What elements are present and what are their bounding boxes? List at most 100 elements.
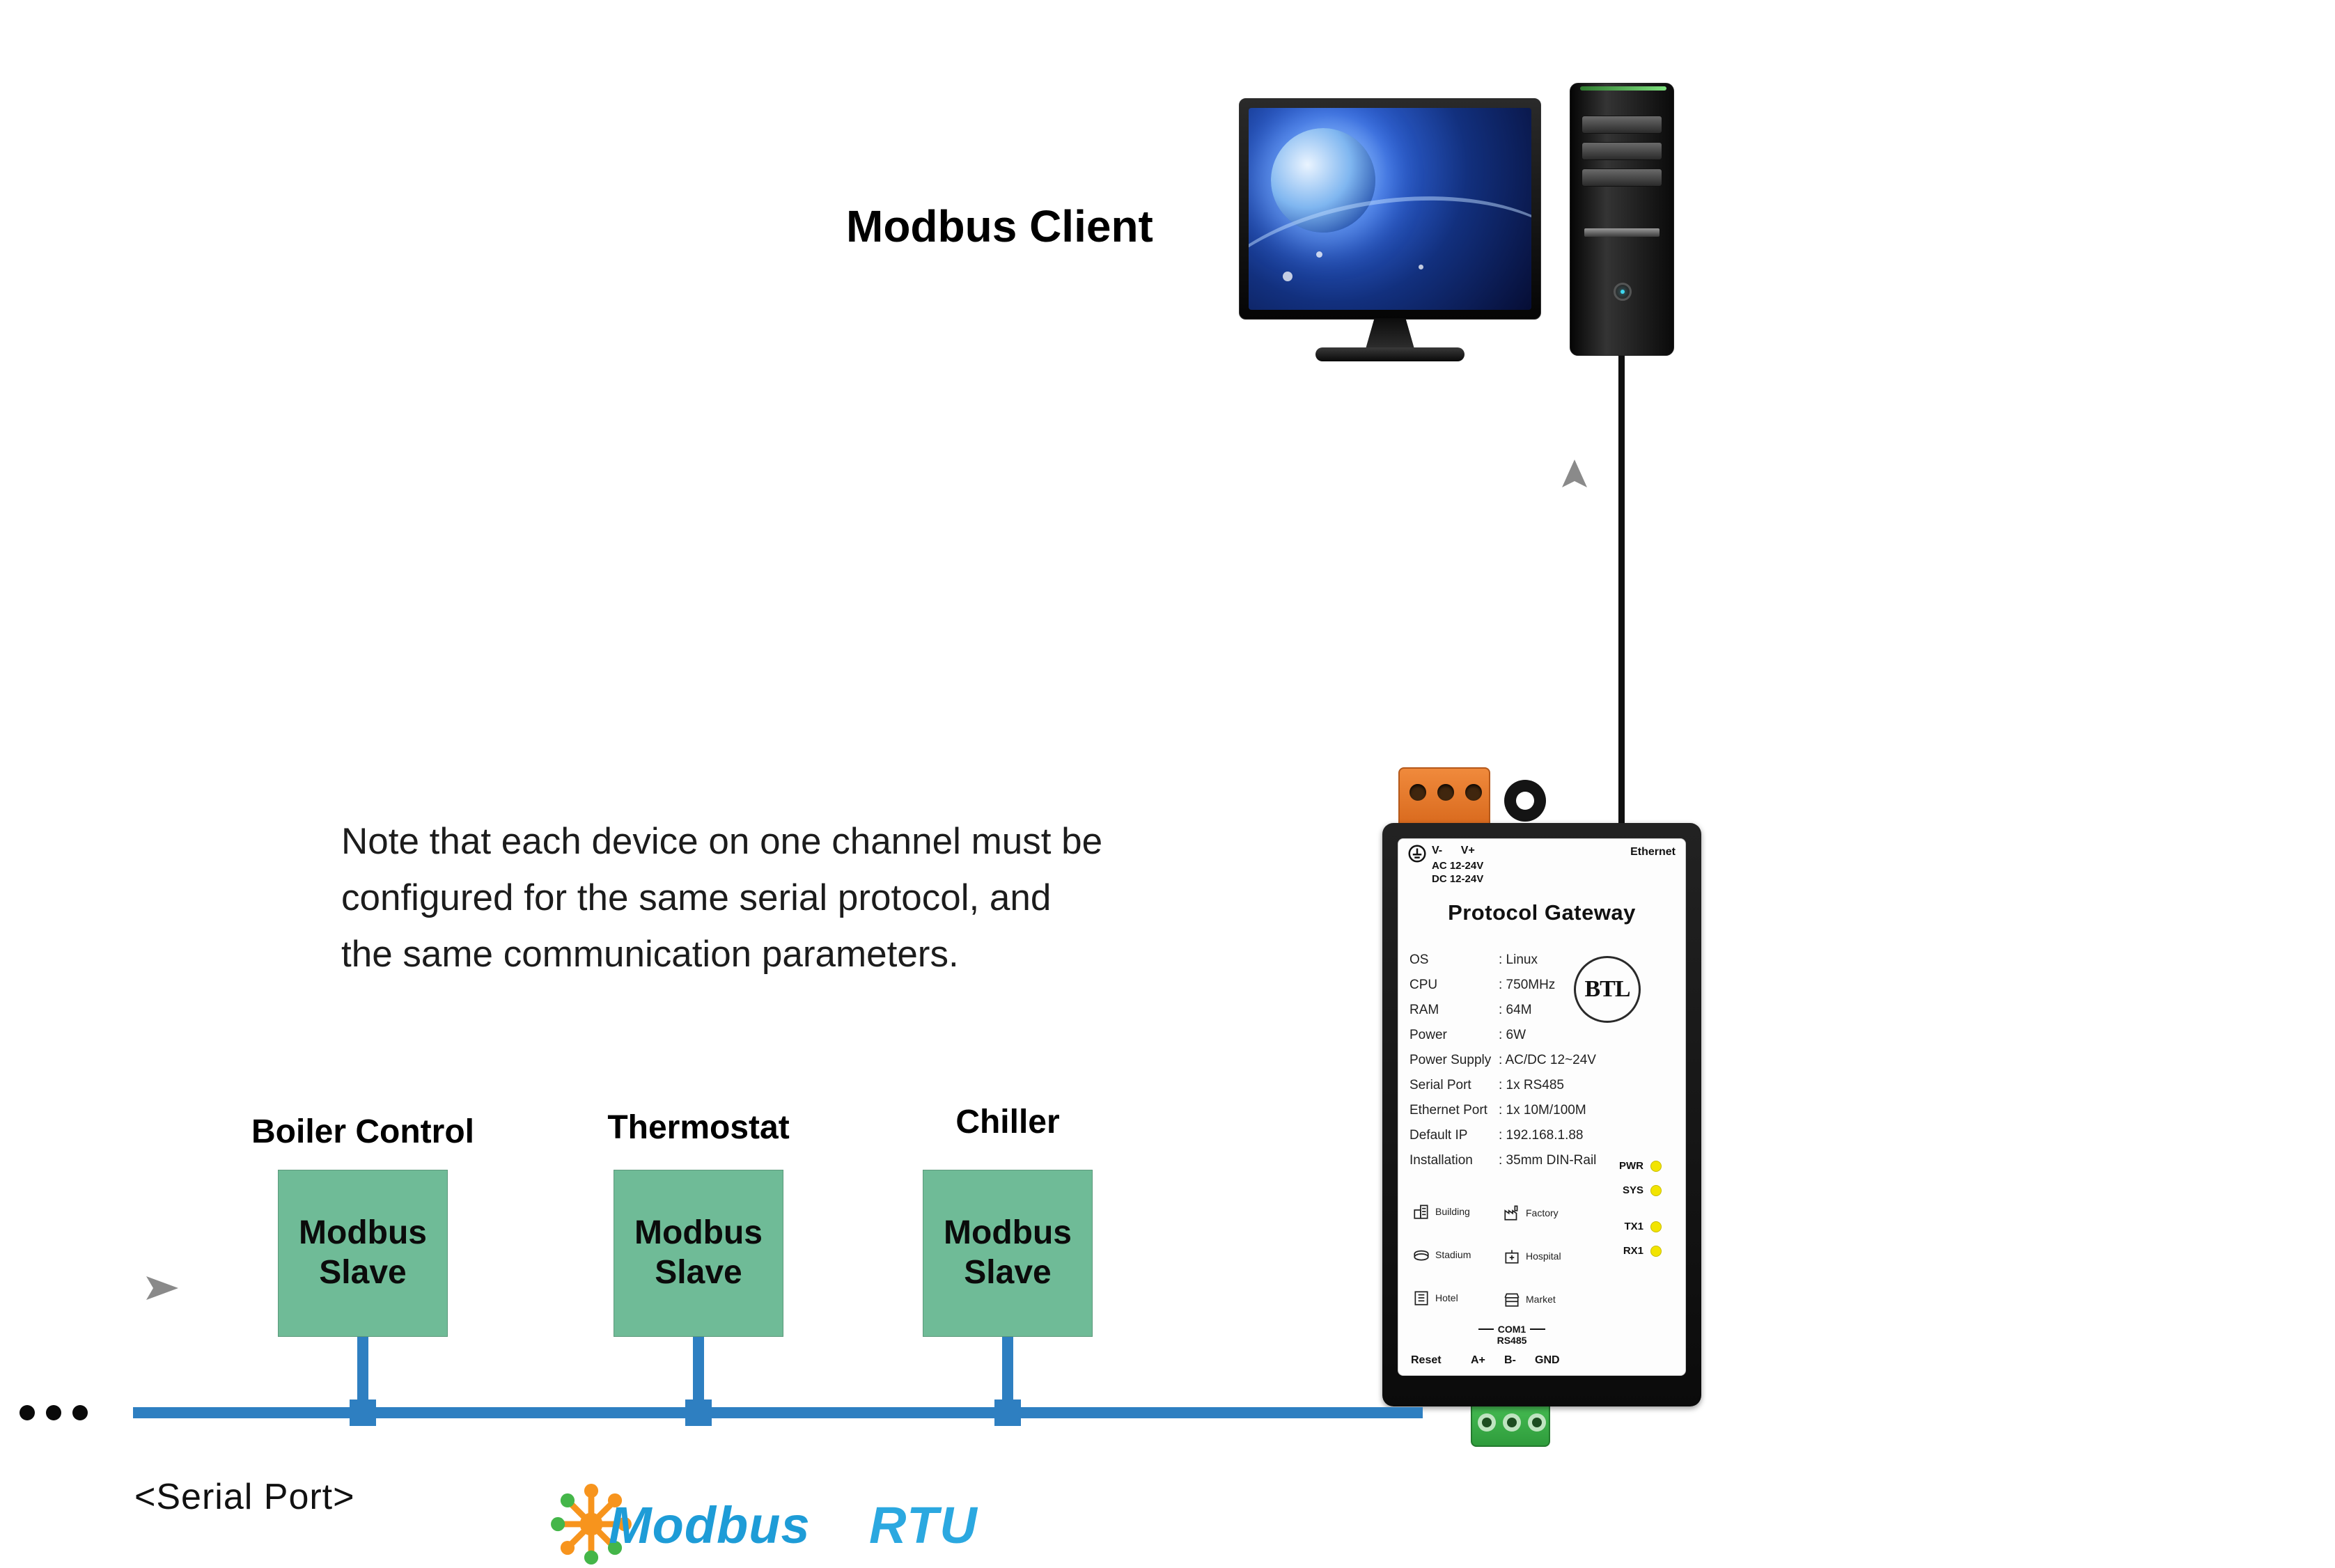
spec-value: : 35mm DIN-Rail <box>1499 1153 1597 1168</box>
led-label: SYS <box>1622 1184 1643 1196</box>
flow-arrow-icon <box>146 1276 178 1300</box>
drive-bay <box>1582 168 1662 187</box>
gateway-spec-list: OS: Linux CPU: 750MHz RAM: 64M Power: 6W… <box>1409 948 1674 1173</box>
spec-value: : 1x 10M/100M <box>1499 1103 1586 1118</box>
spec-value: : 64M <box>1499 1003 1532 1017</box>
factory-icon <box>1504 1205 1518 1221</box>
spec-row: Serial Port : 1x RS485 <box>1409 1073 1674 1098</box>
planet-graphic <box>1271 128 1376 233</box>
spec-value: : 1x RS485 <box>1499 1078 1564 1092</box>
spec-key: OS <box>1409 952 1429 967</box>
app-label: Stadium <box>1435 1249 1471 1260</box>
terminal-hole <box>1409 784 1426 801</box>
dvd-slot <box>1584 228 1660 237</box>
bus-continuation-dots <box>19 1405 88 1420</box>
gateway-title: Protocol Gateway <box>1448 900 1636 925</box>
slave-box-thermostat: Modbus Slave <box>614 1170 783 1337</box>
modbus-logo-icon <box>551 1484 632 1565</box>
terminal-hole <box>1503 1413 1521 1432</box>
spec-value: : AC/DC 12~24V <box>1499 1053 1596 1067</box>
led-pwr: PWR <box>1616 1160 1662 1172</box>
monitor-screen <box>1249 108 1531 310</box>
bus-tap <box>350 1400 376 1426</box>
spec-row: Default IP : 192.168.1.88 <box>1409 1123 1674 1148</box>
monitor-stand-neck <box>1366 318 1414 349</box>
pc-tower <box>1570 83 1674 356</box>
app-label: Hotel <box>1435 1292 1458 1303</box>
led-label: TX1 <box>1624 1221 1643 1232</box>
terminal-hole <box>1478 1413 1496 1432</box>
spec-value: : 750MHz <box>1499 978 1556 992</box>
terminal-b-label: B- <box>1504 1354 1516 1366</box>
terminal-voltage-label: V- V+ <box>1432 845 1475 856</box>
spec-key: Serial Port <box>1409 1078 1471 1092</box>
com1-label: COM1 <box>1497 1324 1526 1335</box>
hotel-icon <box>1414 1291 1428 1306</box>
power-supply-icon <box>1408 845 1426 863</box>
dot <box>72 1405 88 1420</box>
app-hospital: Hospital <box>1503 1247 1561 1265</box>
spec-row: RAM: 64M <box>1409 998 1674 1023</box>
spec-key: Installation <box>1409 1153 1473 1168</box>
spec-key: Default IP <box>1409 1128 1468 1143</box>
app-label: Factory <box>1526 1207 1559 1218</box>
terminal-hole <box>1528 1413 1546 1432</box>
app-label: Market <box>1526 1294 1556 1305</box>
dc-rating-label: DC 12-24V <box>1432 873 1484 885</box>
led-indicator <box>1650 1221 1662 1232</box>
spec-row: Ethernet Port : 1x 10M/100M <box>1409 1098 1674 1123</box>
spec-row: Installation : 35mm DIN-Rail <box>1409 1148 1674 1173</box>
bus-stub <box>693 1337 704 1408</box>
led-label: PWR <box>1619 1160 1643 1172</box>
app-building: Building <box>1412 1202 1470 1221</box>
terminal-a-label: A+ <box>1471 1354 1485 1366</box>
serial-bus-line <box>133 1407 1423 1418</box>
device-title-boiler-control: Boiler Control <box>251 1113 474 1150</box>
btl-logo: BTL <box>1574 956 1641 1023</box>
spec-key: Power Supply <box>1409 1053 1492 1067</box>
bus-tap <box>685 1400 712 1426</box>
drive-bay <box>1582 142 1662 160</box>
ethernet-port-label: Ethernet <box>1630 846 1676 858</box>
spec-key: Ethernet Port <box>1409 1103 1487 1118</box>
screen-sparkle <box>1282 272 1293 282</box>
note-line: configured for the same serial protocol,… <box>341 877 1052 918</box>
spec-value: : 192.168.1.88 <box>1499 1128 1584 1143</box>
bracket-line <box>1530 1328 1546 1330</box>
led-rx1: RX1 <box>1616 1245 1662 1257</box>
dot <box>19 1405 35 1420</box>
led-label: RX1 <box>1623 1245 1643 1257</box>
dot <box>46 1405 61 1420</box>
uplink-arrow-icon <box>1562 460 1587 487</box>
tower-accent-light <box>1580 86 1666 91</box>
terminal-hole <box>1437 784 1454 801</box>
gateway-power-terminal <box>1398 767 1490 826</box>
app-label: Building <box>1435 1206 1470 1217</box>
reset-label: Reset <box>1411 1354 1442 1366</box>
com1-port-label: COM1 RS485 <box>1471 1324 1553 1346</box>
note-text: Note that each device on one channel mus… <box>341 813 1102 982</box>
spec-row: OS : Linux <box>1409 948 1674 973</box>
led-indicator <box>1650 1245 1662 1257</box>
note-line: Note that each device on one channel mus… <box>341 821 1103 862</box>
app-factory: Factory <box>1503 1204 1559 1222</box>
app-market: Market <box>1503 1290 1556 1308</box>
drive-bay <box>1582 116 1662 134</box>
terminal-hole <box>1465 784 1482 801</box>
app-stadium: Stadium <box>1412 1246 1471 1264</box>
modbus-client-label: Modbus Client <box>846 201 1153 251</box>
bus-tap <box>994 1400 1021 1426</box>
bus-stub <box>1002 1337 1013 1408</box>
stadium-icon <box>1414 1250 1429 1261</box>
led-sys: SYS <box>1616 1184 1662 1196</box>
modbus-logo-text: Modbus <box>609 1496 811 1554</box>
gateway-mount-hole <box>1516 792 1534 810</box>
led-indicator <box>1650 1184 1662 1196</box>
terminal-gnd-label: GND <box>1535 1354 1560 1366</box>
spec-value: : Linux <box>1499 952 1538 967</box>
spec-row: CPU: 750MHz <box>1409 973 1674 998</box>
note-line: the same communication parameters. <box>341 934 959 975</box>
spec-value: : 6W <box>1499 1028 1526 1042</box>
slave-box-boiler: Modbus Slave <box>278 1170 448 1337</box>
ethernet-cable <box>1618 352 1625 840</box>
